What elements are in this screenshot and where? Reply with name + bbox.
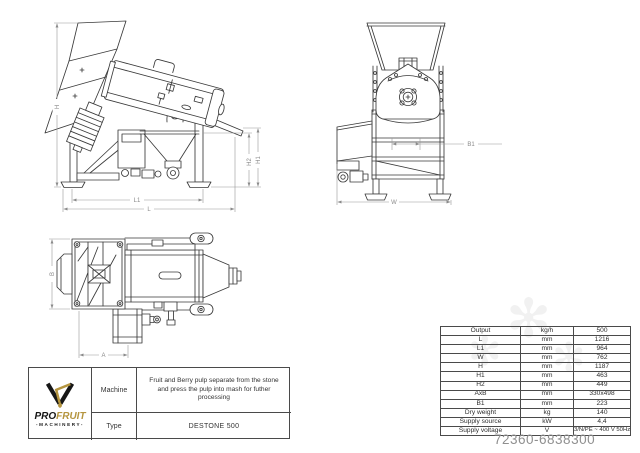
spec-param: Dry weight	[440, 407, 521, 418]
logo-mark-icon	[45, 382, 75, 409]
spec-param: H	[440, 362, 521, 373]
spec-param: W	[440, 353, 521, 364]
spec-value: 500	[573, 325, 631, 337]
spec-value: 4,4	[573, 416, 631, 428]
spec-value: 449	[573, 380, 631, 391]
machine-description: Fruit and Berry pulp separate from the s…	[136, 368, 291, 413]
front-view-drawing: B1 W	[336, 22, 502, 206]
spec-unit: mm	[520, 389, 574, 400]
spec-value: 463	[573, 371, 631, 382]
spec-unit: mm	[520, 353, 574, 364]
spec-unit: kg/h	[520, 325, 574, 337]
spec-value: 762	[573, 353, 631, 364]
brand-name: PROFRUIT	[34, 412, 85, 422]
dim-label-h1: H1	[256, 156, 262, 164]
machine-info-table: PROFRUIT -MACHINERY- Machine Fruit and B…	[28, 367, 291, 440]
spec-unit: mm	[520, 362, 574, 373]
dim-label-a: A	[101, 353, 105, 359]
spec-value: 330x498	[573, 389, 631, 400]
spec-unit: kW	[520, 416, 574, 428]
spec-unit: mm	[520, 335, 574, 346]
spec-unit: mm	[520, 380, 574, 391]
dim-label-l: L	[147, 207, 151, 213]
spec-param: H2	[440, 380, 521, 391]
type-label: Type	[91, 413, 136, 440]
brand-fruit: FRUIT	[56, 411, 86, 423]
brand-sub: -MACHINERY-	[35, 422, 85, 428]
spec-param: Supply source	[440, 416, 521, 428]
spec-param: L	[440, 335, 521, 346]
spec-param: B1	[440, 398, 521, 409]
dim-label-h: H	[55, 105, 61, 109]
spec-param: L1	[440, 344, 521, 355]
spec-unit: mm	[520, 398, 574, 409]
dim-label-b: B	[50, 272, 56, 276]
top-view-drawing: B A	[47, 232, 242, 359]
spec-value: 3/N/PE ~ 400 V 50Hz	[573, 426, 631, 437]
spec-param: AxB	[440, 389, 521, 400]
brand-pro: PRO	[34, 411, 57, 423]
spec-unit: mm	[520, 344, 574, 355]
listing-id-watermark: 72360-6838300	[494, 432, 596, 447]
spec-param: H1	[440, 371, 521, 382]
spec-value: 1216	[573, 335, 631, 346]
spec-unit: mm	[520, 371, 574, 382]
dim-label-l1: L1	[134, 198, 141, 204]
spec-param: Output	[440, 325, 521, 337]
dim-label-w: W	[391, 200, 397, 206]
type-value: DESTONE 500	[136, 413, 291, 440]
spec-unit: kg	[520, 407, 574, 418]
spec-value: 140	[573, 407, 631, 418]
dim-label-h2: H2	[247, 158, 253, 166]
machine-label: Machine	[91, 368, 136, 413]
side-view-drawing: H H2 H1 L1 L	[44, 20, 263, 213]
spec-value: 964	[573, 344, 631, 355]
dim-label-b1: B1	[467, 142, 475, 148]
spec-value: 1187	[573, 362, 631, 373]
brand-logo: PROFRUIT -MACHINERY-	[29, 368, 91, 440]
spec-value: 223	[573, 398, 631, 409]
